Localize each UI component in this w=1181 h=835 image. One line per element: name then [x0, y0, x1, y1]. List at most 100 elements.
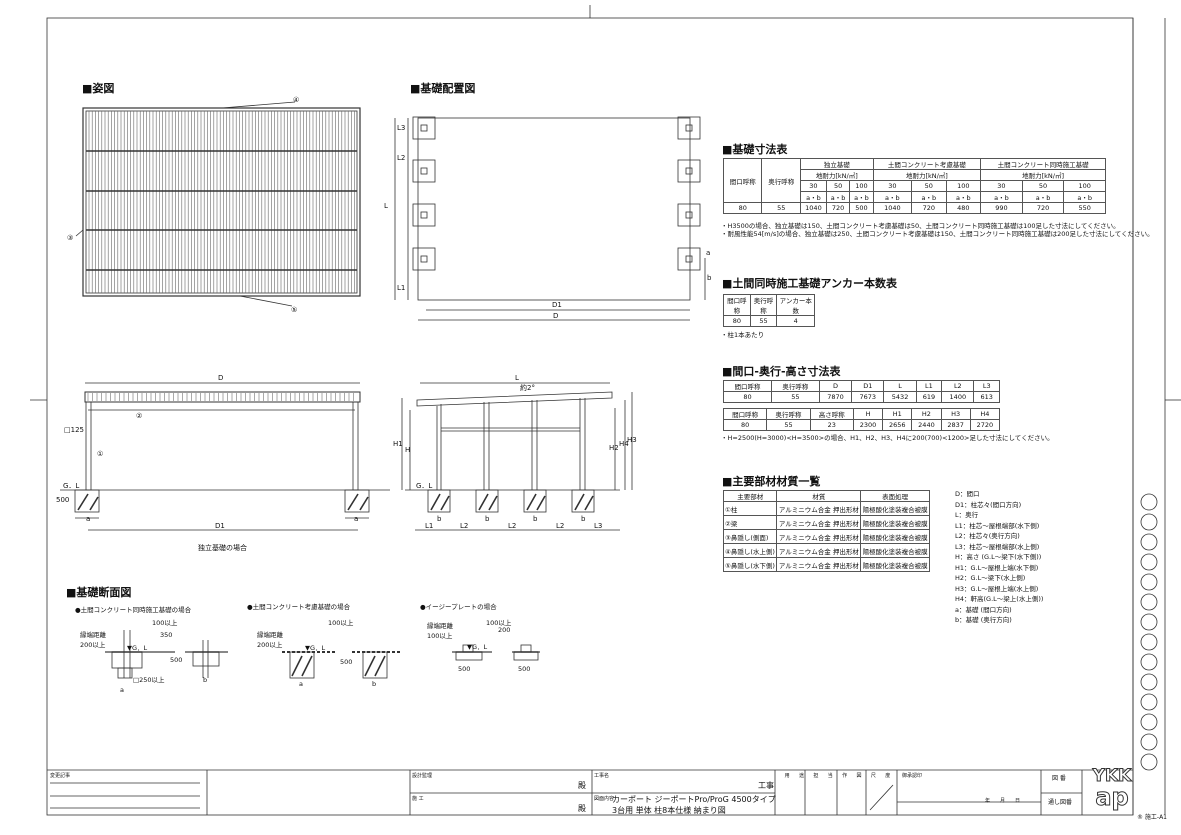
foundation-pad — [412, 159, 436, 183]
roof-slope: 約2° — [520, 383, 535, 392]
front-dim-a2: a — [354, 515, 358, 523]
dims-note-2: ・耐風性能54[m/s]の場合、独立基礎は250、土間コンクリート考慮基礎は15… — [721, 230, 1154, 238]
foundation-pad — [412, 203, 436, 227]
cell: 613 — [973, 391, 1000, 403]
approval-col-label: 途 — [799, 773, 805, 779]
logo-ykk: YKK — [1092, 766, 1132, 786]
side-dim-b: b — [437, 515, 442, 523]
front-dim-D1: D1 — [215, 522, 225, 530]
layout-heading: ■基礎配置図 — [410, 82, 476, 95]
cell: 1040 — [872, 202, 913, 214]
cell: 80 — [723, 315, 751, 327]
dim-a: a — [706, 249, 710, 257]
load: 30 — [872, 180, 913, 192]
dim-b: b — [707, 274, 712, 282]
side-dim-b: b — [581, 515, 586, 523]
cell: 720 — [911, 202, 947, 214]
front-dim-a1: a — [86, 515, 90, 523]
sheet-id: ® 施工-A1 — [1137, 814, 1167, 821]
material-heading: ■主要部材材質一覧 — [722, 475, 821, 488]
cell: 720 — [1021, 202, 1065, 214]
foundation-layout-plan — [394, 116, 706, 321]
side-dim-H: H — [405, 446, 410, 454]
legend-item: H2：G.L～梁下(水上側) — [955, 574, 1026, 582]
callout-1: ① — [97, 450, 103, 458]
load: 30 — [980, 180, 1023, 192]
approval-col-label: 当 — [827, 773, 833, 779]
post-mark — [685, 124, 693, 132]
cell: ⑤鼻隠し(水下側) — [722, 557, 778, 572]
callout-2: ② — [136, 412, 142, 420]
col-header: 間口呼称 — [722, 158, 763, 203]
approval-col-label: 作 — [842, 773, 848, 779]
cell: 陽極酸化塗装複合被膜 — [860, 529, 930, 544]
cell: H2 — [911, 408, 942, 420]
dim-L2: L2 — [397, 154, 405, 162]
plan-view-roof — [75, 101, 361, 307]
content-label: 図面内容 — [594, 796, 615, 802]
side-dim-H1: H1 — [393, 440, 403, 448]
ab: a・b — [1063, 191, 1106, 203]
date-label: 年 月 日 — [985, 798, 1021, 804]
approval-col-label: 図 — [856, 773, 862, 779]
legend-item: H1：G.L～屋根上端(水下側) — [955, 563, 1039, 572]
ground-level: G．L — [63, 482, 79, 490]
cell: 550 — [1063, 202, 1106, 214]
legend-item: L：奥行 — [955, 511, 979, 519]
load: 50 — [911, 180, 947, 192]
section-title-2: ●土間コンクリート考慮基礎の場合 — [247, 602, 351, 611]
legend-item: L3：柱芯～屋根端部(水上側) — [955, 542, 1040, 551]
drawing-number-label: 図 番 — [1052, 775, 1066, 782]
ab: a・b — [825, 191, 851, 203]
group-header: 土間コンクリート同時施工基礎 — [980, 158, 1106, 170]
cell: 480 — [945, 202, 982, 214]
cell: 間口呼称 — [722, 408, 768, 420]
foundation-sections — [105, 630, 540, 679]
section-title-1: ●土間コンクリート同時施工基礎の場合 — [75, 605, 192, 614]
section-heading: ■基礎断面図 — [66, 586, 132, 599]
edge-distance-label: 縁端距離 — [257, 630, 284, 639]
foundation-pad — [412, 116, 436, 140]
cell: 80 — [722, 419, 768, 431]
side-dim-b: b — [533, 515, 538, 523]
legend-item: b：基礎 (奥行方向) — [955, 616, 1012, 624]
cell: H3 — [940, 408, 971, 420]
foundation-pad — [677, 203, 701, 227]
side-dim-L2: L2 — [556, 522, 564, 530]
side-elevation — [401, 382, 633, 531]
cell: 2837 — [940, 419, 971, 431]
cell: アルミニウム合金 押出形材 — [776, 501, 862, 516]
cell: 80 — [723, 391, 772, 403]
cell: 2656 — [882, 419, 913, 431]
load: 100 — [849, 180, 874, 192]
cell: D — [818, 380, 853, 392]
post-mark — [685, 211, 693, 219]
col-header: 間口呼称 — [723, 294, 751, 316]
cell: 奥行呼称 — [770, 380, 820, 392]
anchor-heading: ■土間同時施工基礎アンカー本数表 — [722, 277, 897, 290]
logo-ap: ap — [1095, 783, 1129, 811]
cell: L — [883, 380, 917, 392]
col-header: アンカー本数 — [776, 294, 815, 316]
cell: 1040 — [799, 202, 827, 214]
cell: 間口呼称 — [723, 380, 772, 392]
revision-circles — [1140, 493, 1158, 771]
post-mark — [685, 255, 693, 263]
cell: 陽極酸化塗装複合被膜 — [860, 557, 930, 572]
legend-item: a：基礎 (間口方向) — [955, 605, 1012, 614]
callout-5: ⑤ — [291, 306, 297, 314]
dim-L: L — [384, 202, 388, 210]
table-row: ③鼻隠し(側面)アルミニウム合金 押出形材陽極酸化塗装複合被膜 — [722, 529, 930, 544]
ab: a・b — [911, 191, 947, 203]
section-title-3: ●イージープレートの場合 — [420, 602, 497, 611]
cell: H1 — [882, 408, 913, 420]
gl-mark: ▼G．L — [467, 643, 488, 651]
cell: アルミニウム合金 押出形材 — [776, 557, 862, 572]
cell: D1 — [851, 380, 885, 392]
cell: L2 — [941, 380, 975, 392]
